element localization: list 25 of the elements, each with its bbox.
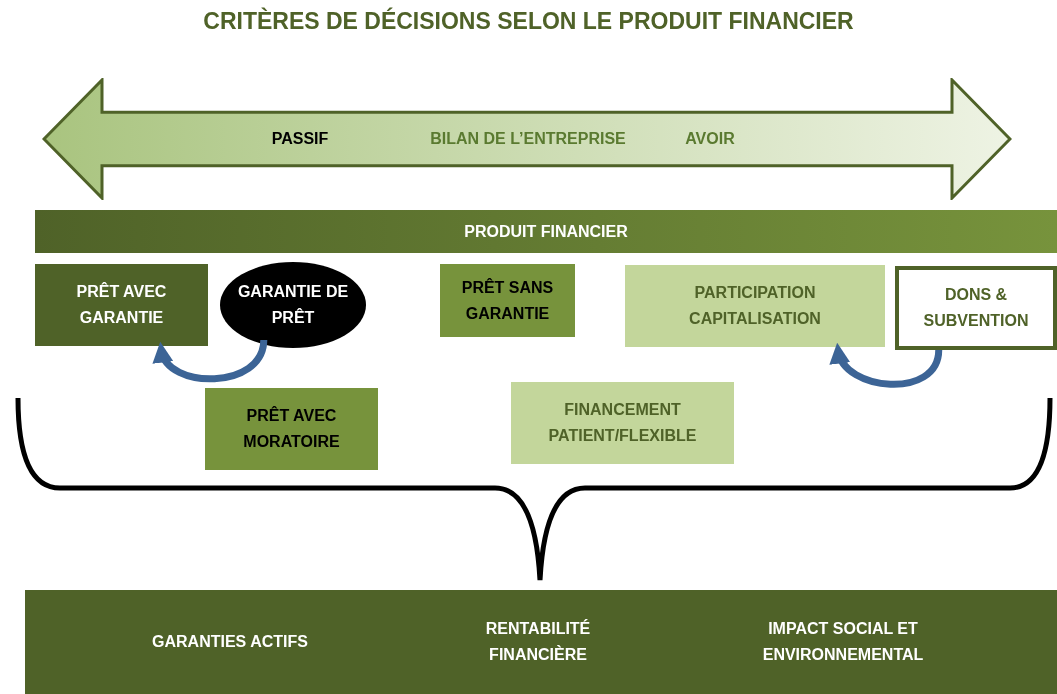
curved-arrow	[832, 343, 943, 388]
label-text: RENTABILITÉ FINANCIÈRE	[484, 618, 592, 665]
label-text: PARTICIPATION CAPITALISATION	[688, 283, 822, 329]
label-text: PRÊT AVEC MORATOIRE	[242, 405, 341, 452]
label-text: BILAN DE L’ENTREPRISE	[429, 129, 627, 150]
header-bar	[35, 210, 1057, 253]
product-box	[895, 266, 1057, 350]
label-text: IMPACT SOCIAL ET ENVIRONNEMENTAL	[761, 619, 925, 665]
double-arrow-band	[42, 78, 1012, 200]
curved-arrow	[155, 339, 268, 383]
product-box	[205, 388, 378, 470]
product-box	[440, 264, 575, 337]
label-text: PRÊT SANS GARANTIE	[460, 277, 555, 324]
label-text: GARANTIES ACTIFS	[151, 632, 309, 653]
label-text: PRODUIT FINANCIER	[463, 221, 629, 242]
label-text: GARANTIE DE PRÊT	[236, 282, 350, 328]
label-text: DONS & SUBVENTION	[922, 285, 1030, 331]
product-box	[35, 264, 208, 346]
criteria-band	[25, 590, 1057, 694]
product-box	[511, 382, 734, 464]
product-box	[625, 265, 885, 347]
title: CRITÈRES DE DÉCISIONS SELON LE PRODUIT FINANCIER	[202, 8, 855, 35]
label-text: FINANCEMENT PATIENT/FLEXIBLE	[547, 400, 698, 446]
label-text: PASSIF	[270, 129, 330, 150]
label-text: PRÊT AVEC GARANTIE	[75, 281, 168, 328]
